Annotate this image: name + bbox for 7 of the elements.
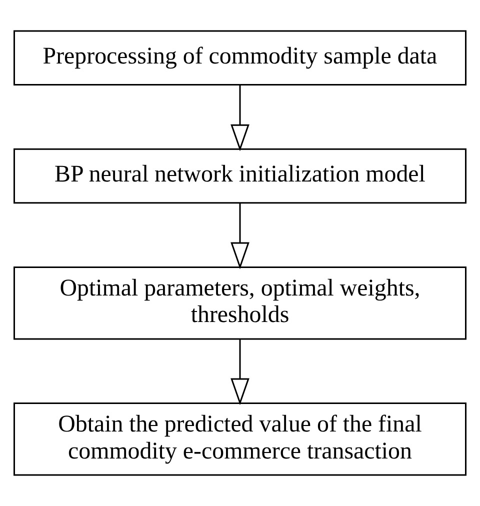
arrow (230, 203, 250, 270)
node-box: Preprocessing of commodity sample data (14, 30, 466, 86)
node-box: Obtain the predicted value of the final commodity e-commerce transaction (14, 402, 466, 476)
node-box: BP neural network initialization model (14, 148, 466, 204)
arrow (230, 340, 250, 406)
arrow (230, 84, 250, 152)
node-box: Optimal parameters, optimal weights, thresholds (14, 266, 466, 340)
